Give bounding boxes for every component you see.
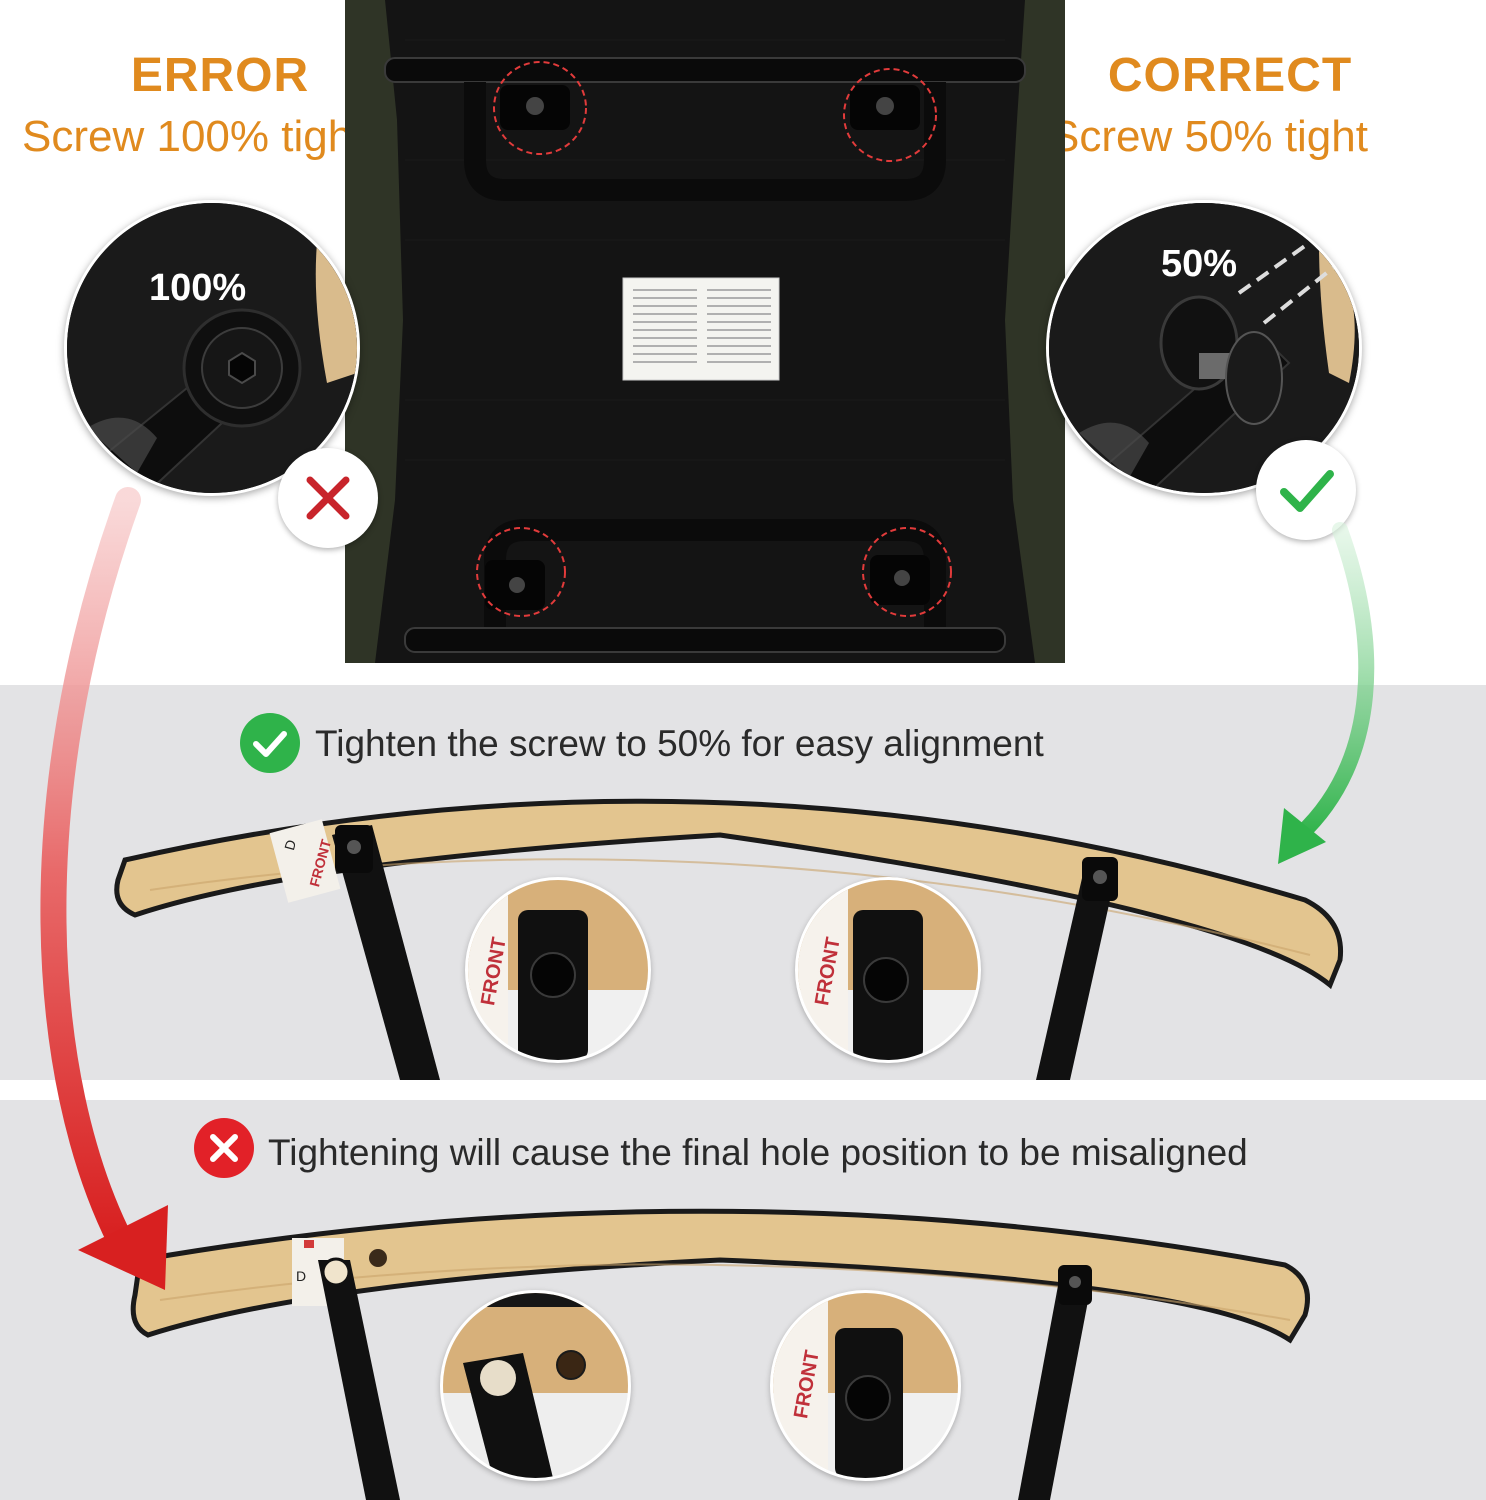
mark-d: D	[296, 1268, 307, 1284]
error-caption: Tightening will cause the final hole pos…	[268, 1132, 1248, 1173]
error-closeup-right: FRONT	[770, 1290, 961, 1481]
correct-zoom-label: 50%	[1161, 243, 1238, 285]
correct-title: CORRECT	[1107, 49, 1353, 102]
red-cross-icon	[194, 1118, 254, 1178]
error-closeup-left	[440, 1290, 631, 1481]
red-cross-icon	[278, 448, 378, 548]
green-check-icon	[240, 713, 300, 773]
seat-underside-photo	[345, 0, 1065, 663]
correct-caption: Tighten the screw to 50% for easy alignm…	[315, 723, 1044, 764]
correct-screw-zoom: 50%	[1046, 200, 1362, 496]
error-subtitle: Screw 100% tight	[22, 112, 365, 161]
correct-alignment-panel: Tighten the screw to 50% for easy alignm…	[0, 685, 1486, 1080]
correct-subtitle: Screw 50% tight	[1050, 112, 1368, 161]
error-alignment-panel: Tightening will cause the final hole pos…	[0, 1100, 1486, 1500]
correct-closeup-right: FRONT	[795, 877, 981, 1063]
error-title: ERROR	[130, 49, 310, 102]
green-check-icon	[1256, 440, 1356, 540]
error-screw-zoom: 100%	[64, 200, 360, 496]
error-zoom-label: 100%	[149, 267, 247, 309]
correct-closeup-left: FRONT	[465, 877, 651, 1063]
